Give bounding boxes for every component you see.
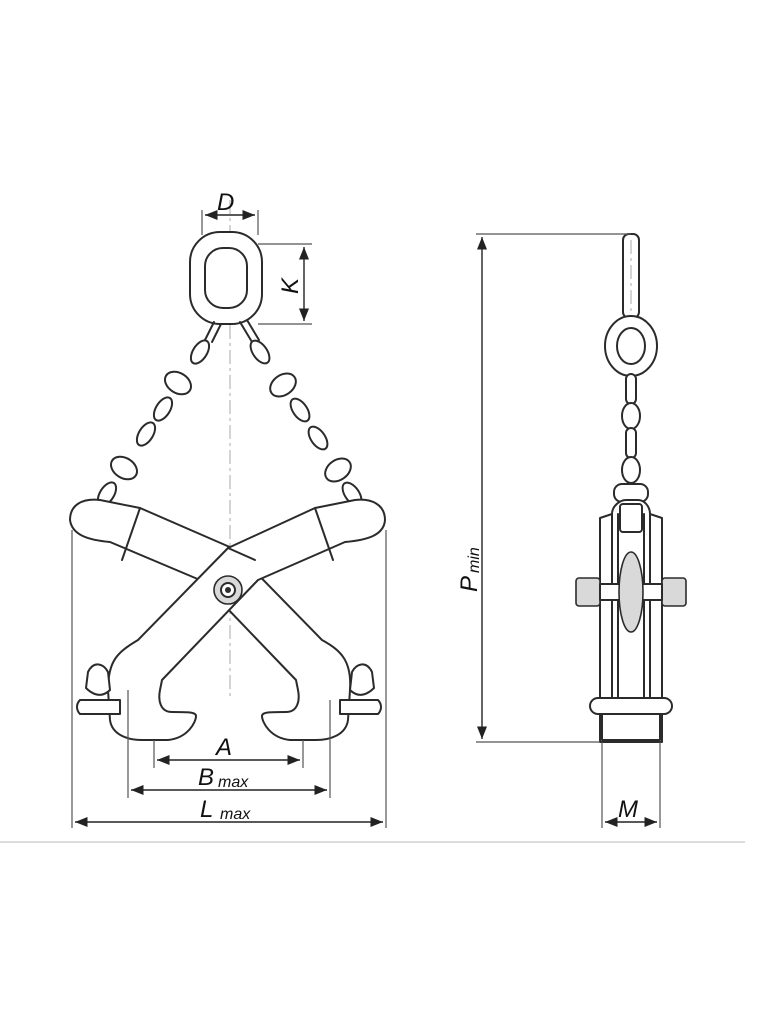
dim-Lmax-subscript: max [220, 806, 251, 823]
side-view: P min M [456, 233, 687, 828]
side-pivot [575, 551, 687, 633]
dim-Bmax-subscript: max [218, 774, 249, 791]
dim-Pmin: P min [456, 233, 631, 743]
dim-K-label: K [277, 277, 304, 294]
dim-Pmin-label: P [456, 576, 483, 592]
dim-Lmax-label: L [200, 796, 213, 823]
dim-M-label: M [618, 796, 638, 823]
front-view: D K A B max L ma [69, 189, 387, 828]
pivot-bolt [213, 575, 243, 605]
dim-M: M [601, 742, 661, 828]
side-ring [604, 315, 658, 377]
side-chain [613, 373, 649, 503]
right-chain [239, 319, 369, 522]
side-handle-bar [589, 697, 673, 741]
dim-D: D [201, 189, 259, 235]
dim-K: K [258, 243, 312, 325]
dim-Bmax-label: B [198, 764, 214, 791]
dim-A-label: A [214, 734, 232, 761]
left-handle [76, 663, 121, 715]
dim-Lmax: L max [71, 530, 387, 828]
top-shank [622, 233, 640, 319]
dim-Bmax: B max [127, 690, 331, 798]
dim-Pmin-subscript: min [466, 547, 483, 573]
dim-D-label: D [217, 189, 234, 216]
master-link [189, 231, 263, 325]
side-plates [599, 499, 663, 743]
left-chain [89, 321, 222, 522]
arm-right-top [107, 498, 386, 741]
right-handle [339, 663, 382, 715]
arm-left-top [69, 498, 352, 741]
dim-A: A [153, 734, 304, 768]
